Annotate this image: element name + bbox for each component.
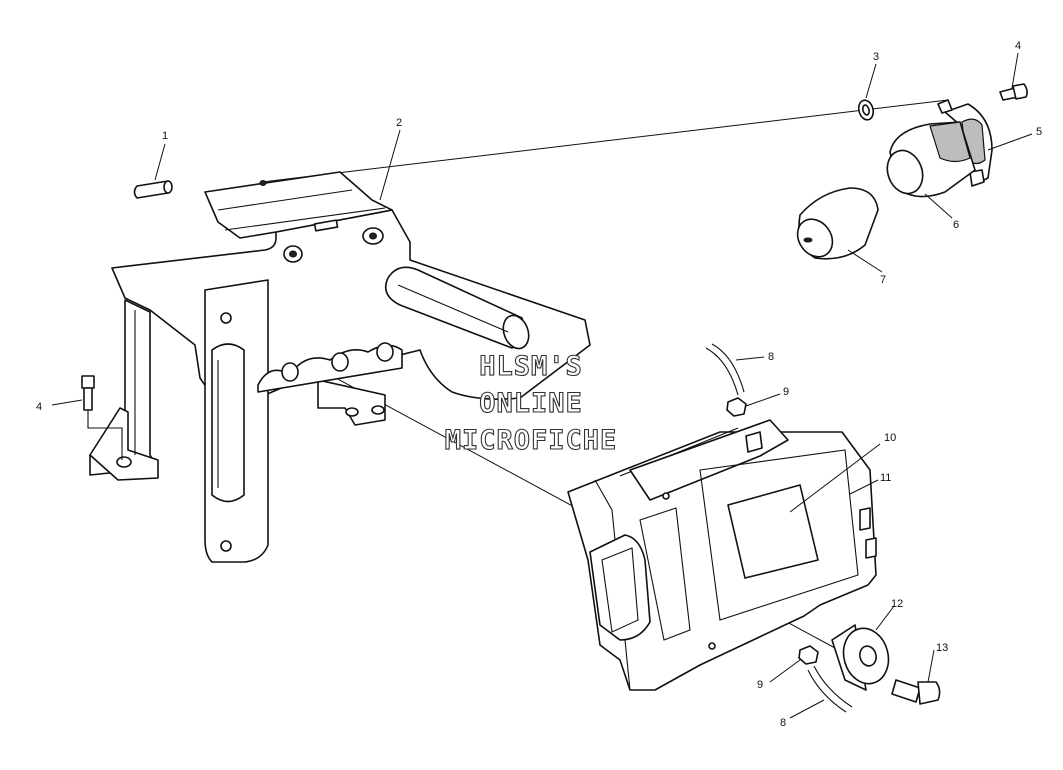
part-2-mounting-bracket[interactable] <box>89 171 591 563</box>
callout-9-upper: 9 <box>783 386 789 398</box>
watermark-line-3: MICROFICHE <box>445 425 618 456</box>
watermark: HLSM'S ONLINE MICROFICHE <box>444 350 618 456</box>
callout-9-lower: 9 <box>757 679 763 691</box>
part-3-washer[interactable] <box>857 99 876 122</box>
callout-11: 11 <box>880 472 891 484</box>
part-8-wire-lower[interactable] <box>807 665 853 713</box>
callout-6: 6 <box>953 219 959 231</box>
callout-7: 7 <box>880 274 886 286</box>
part-1-pin[interactable] <box>133 180 173 199</box>
callout-13: 13 <box>936 642 948 654</box>
part-12-grommet[interactable] <box>831 623 894 691</box>
callout-12: 12 <box>891 598 903 610</box>
callout-3: 3 <box>873 51 879 63</box>
watermark-line-2: ONLINE <box>479 388 583 419</box>
callout-labels: 1 2 3 4 4 5 6 7 8 8 9 9 10 11 12 13 <box>36 40 1042 729</box>
part-8-wire-upper[interactable] <box>705 343 745 396</box>
part-4-screw-upper[interactable] <box>999 83 1028 101</box>
callout-4-right: 4 <box>1015 40 1021 52</box>
callout-2: 2 <box>396 117 402 129</box>
callout-1: 1 <box>162 130 168 142</box>
part-6-cylinder[interactable] <box>882 121 976 198</box>
part-9-nut-upper[interactable] <box>726 397 747 417</box>
leader-lines <box>51 52 1033 719</box>
callout-8-upper: 8 <box>768 351 774 363</box>
part-9-nut-lower[interactable] <box>798 645 819 665</box>
callout-5: 5 <box>1036 126 1042 138</box>
part-7-sleeve[interactable] <box>790 187 879 264</box>
part-11-control-module[interactable] <box>567 419 877 691</box>
watermark-line-1: HLSM'S <box>479 351 583 382</box>
part-4-bolt-left[interactable] <box>81 375 123 460</box>
callout-8-lower: 8 <box>780 717 786 729</box>
callout-4-left: 4 <box>36 401 42 413</box>
part-13-bolt[interactable] <box>891 679 941 705</box>
callout-10: 10 <box>884 432 896 444</box>
